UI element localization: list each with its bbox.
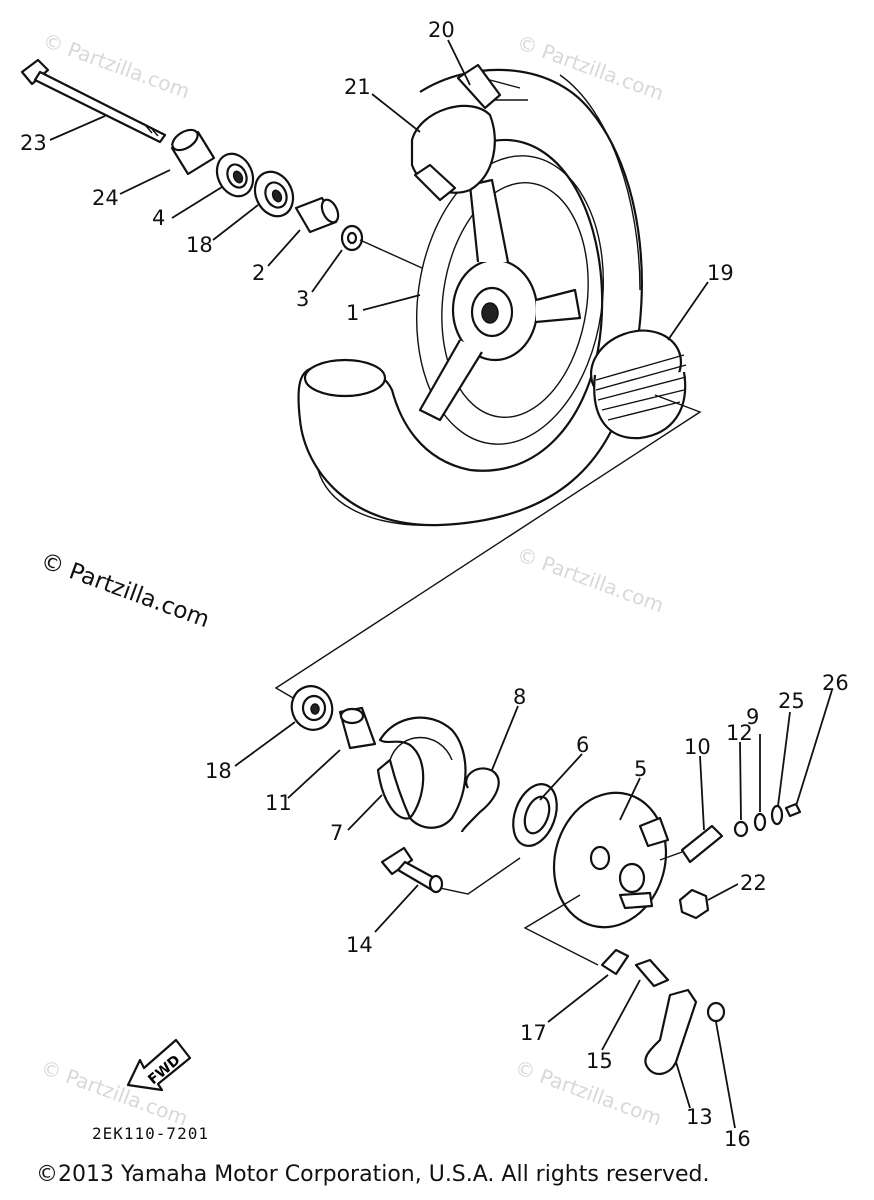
callout-19: 19 [707, 261, 734, 285]
callout-24: 24 [92, 186, 119, 210]
bearing-part [253, 170, 295, 218]
diagram-code: 2EK110-7201 [92, 1124, 209, 1143]
callout-18: 18 [205, 759, 232, 783]
callout-16: 16 [724, 1127, 751, 1151]
callout-5: 5 [634, 757, 647, 781]
leader-lines [49, 39, 833, 1129]
copyright-notice: ©2013 Yamaha Motor Corporation, U.S.A. A… [36, 1162, 710, 1187]
callout-22: 22 [740, 871, 767, 895]
tire-part [589, 329, 687, 440]
callout-26: 26 [822, 671, 849, 695]
callout-11: 11 [265, 791, 292, 815]
wheel-part [297, 63, 643, 527]
callout-21: 21 [344, 75, 371, 99]
callout-8: 8 [513, 685, 526, 709]
callout-18: 18 [186, 233, 213, 257]
nut-part [340, 224, 364, 252]
callout-4: 4 [152, 206, 165, 230]
callout-23: 23 [20, 131, 47, 155]
fwd-arrow-icon: FWD [126, 1038, 192, 1092]
seal-part [512, 783, 558, 847]
bearing-part [290, 685, 334, 731]
bolt-part [634, 958, 670, 988]
callout-3: 3 [296, 287, 309, 311]
callout-10: 10 [684, 735, 711, 759]
lever-part [644, 988, 698, 1076]
nut-part [678, 888, 710, 920]
indicator-part [680, 802, 802, 864]
axle-part [20, 58, 167, 144]
camshaft-part [380, 846, 444, 894]
brake-shoe-part [376, 716, 467, 829]
callout-1: 1 [346, 301, 359, 325]
callout-13: 13 [686, 1105, 713, 1129]
brake-plate-part [552, 791, 670, 929]
callout-14: 14 [346, 933, 373, 957]
collar-part [294, 196, 340, 234]
spring-part [460, 767, 500, 833]
callout-7: 7 [330, 821, 343, 845]
spacer-part [170, 128, 216, 176]
nut-part [706, 1001, 726, 1023]
callout-9: 9 [746, 705, 759, 729]
washer-part [600, 948, 630, 976]
callout-15: 15 [586, 1049, 613, 1073]
callout-17: 17 [520, 1021, 547, 1045]
callout-12: 12 [726, 721, 753, 745]
callout-labels: 23 24 4 18 2 3 1 21 20 19 18 11 7 8 6 5 … [20, 18, 849, 1151]
callout-25: 25 [778, 689, 805, 713]
callout-2: 2 [252, 261, 265, 285]
callout-20: 20 [428, 18, 455, 42]
callout-6: 6 [576, 733, 589, 757]
collar-part [338, 706, 377, 750]
bearing-part [215, 152, 255, 198]
